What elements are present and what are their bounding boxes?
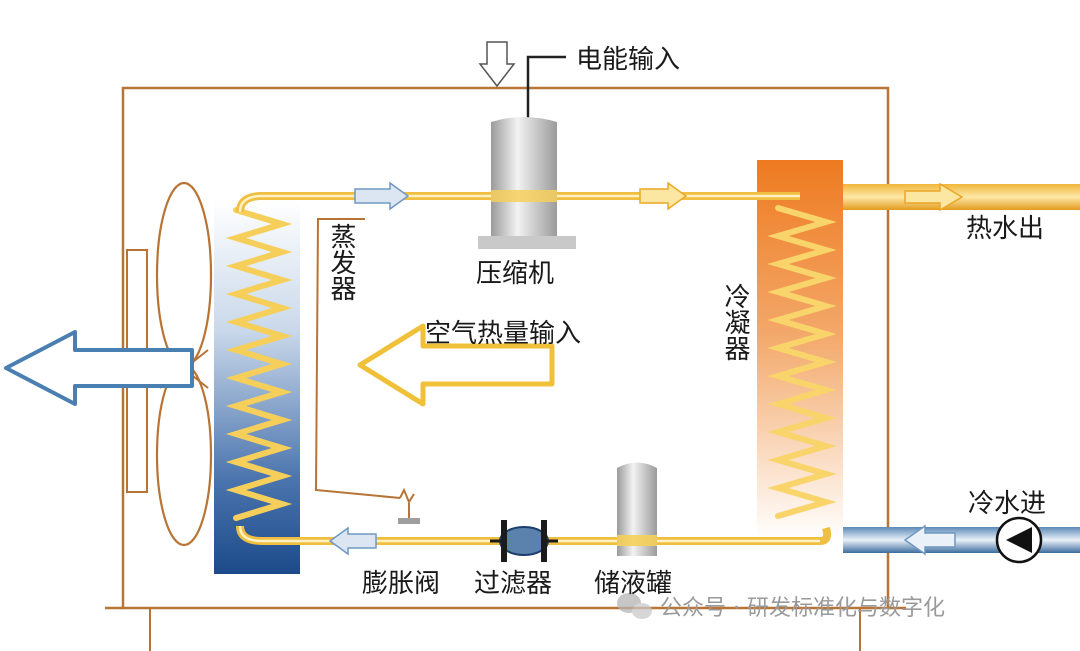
- filter-icon: [490, 520, 558, 562]
- hot-water-arrow-icon: [904, 182, 964, 212]
- label-power-input: 电能输入: [576, 45, 680, 75]
- compressor-icon: [478, 117, 576, 249]
- evaporator-coil: [225, 207, 293, 521]
- cold-water-in-pipe: [843, 527, 1080, 553]
- label-expansion-valve: 膨胀阀: [362, 569, 440, 599]
- top-pipe-highlight: [238, 194, 800, 213]
- expansion-valve-icon: [314, 218, 420, 524]
- water-pump-icon: [995, 516, 1043, 564]
- cold-water-arrow-icon: [903, 524, 956, 556]
- watermark-text: 公众号 · 研发标准化与数字化: [660, 596, 945, 621]
- wechat-logo-icon: [617, 593, 652, 619]
- bottom-pipe-highlight: [238, 525, 820, 543]
- power-input-arrow-icon: [478, 41, 516, 88]
- label-receiver: 储液罐: [594, 569, 672, 599]
- power-leader-line: [526, 55, 566, 120]
- air-heat-input-arrow-icon: [357, 323, 555, 407]
- receiver-tank-icon: [617, 462, 657, 556]
- condenser-coil: [767, 205, 837, 519]
- flow-arrow-bottom-icon: [328, 526, 377, 556]
- label-evaporator: 蒸发器: [326, 223, 356, 301]
- label-condenser: 冷凝器: [720, 283, 750, 361]
- label-air-heat-input: 空气热量输入: [425, 319, 581, 349]
- flow-arrow-top-left-icon: [354, 181, 410, 211]
- exhaust-air-arrow-icon: [4, 330, 194, 406]
- flow-arrow-top-right-icon: [639, 181, 688, 211]
- label-cold-water-in: 冷水进: [968, 489, 1046, 519]
- label-filter: 过滤器: [474, 569, 552, 599]
- label-hot-water-out: 热水出: [966, 214, 1044, 244]
- label-compressor: 压缩机: [476, 259, 554, 289]
